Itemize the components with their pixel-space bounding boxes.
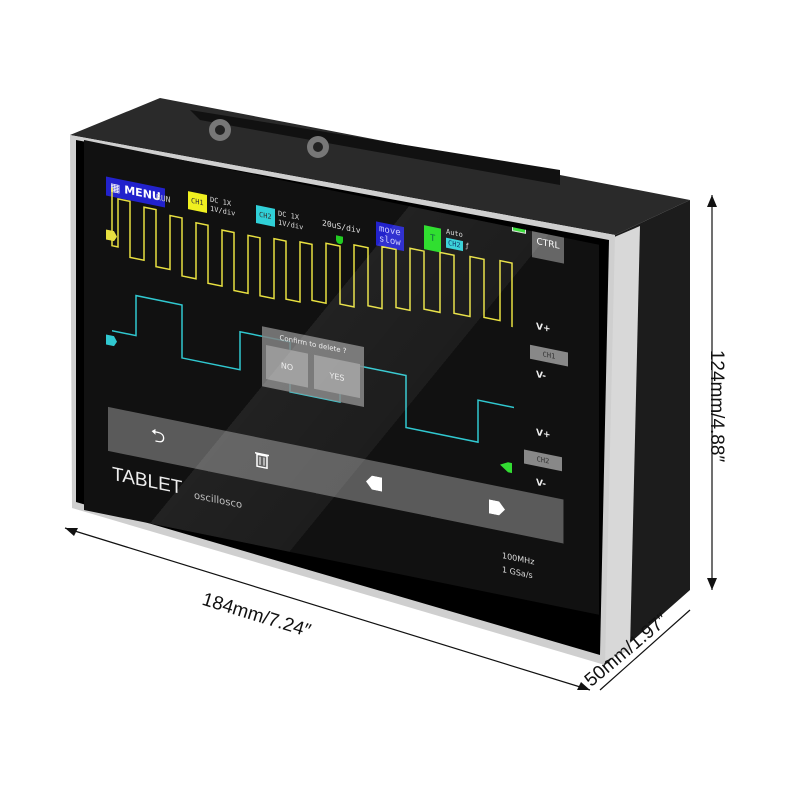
height-dimension-label: 124mm/4.88″ — [706, 349, 728, 463]
depth-dimension-line — [599, 609, 691, 691]
ch1-level-marker — [106, 229, 117, 242]
right-button[interactable] — [431, 472, 564, 544]
width-dimension-line — [64, 527, 591, 691]
ch1-waveform — [111, 187, 513, 328]
delete-button[interactable] — [208, 427, 317, 494]
ch2-vminus-label: V- — [536, 477, 547, 491]
no-button[interactable]: NO — [266, 345, 308, 388]
trash-icon — [255, 452, 269, 470]
ch1-vminus-label: V- — [536, 369, 547, 383]
back-arrow-icon: ⮌ — [150, 424, 166, 449]
bottom-toolbar: ⮌ — [108, 406, 564, 544]
right-arrow-icon — [489, 499, 505, 516]
trigger-level-marker — [500, 462, 512, 474]
yes-button[interactable]: YES — [314, 354, 360, 399]
left-arrow-icon — [365, 475, 382, 492]
ch2-level-marker — [106, 334, 117, 347]
left-button[interactable] — [316, 449, 432, 517]
